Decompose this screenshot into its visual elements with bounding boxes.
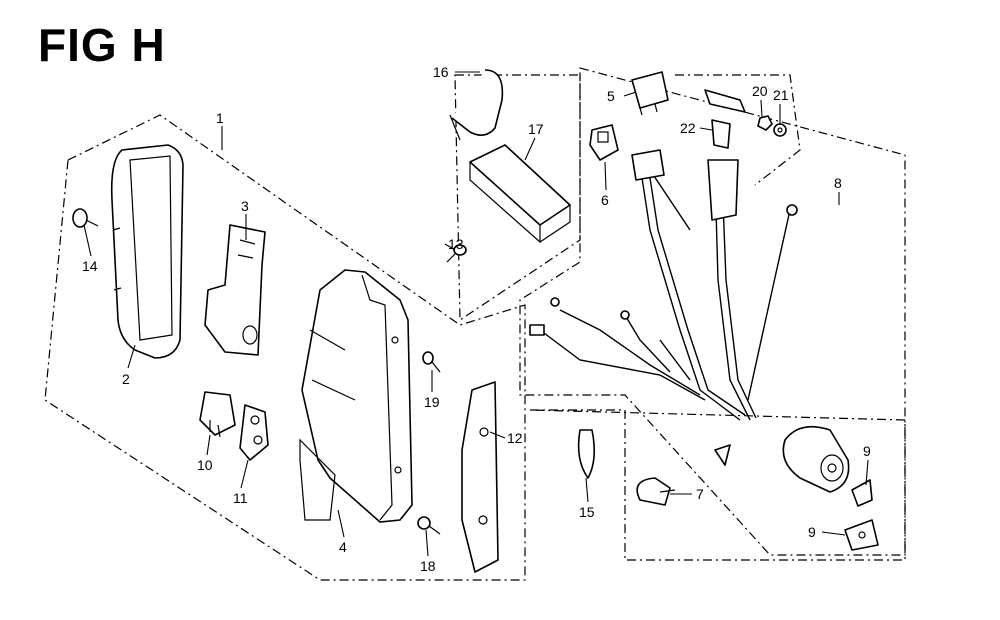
label-part-13: 13	[448, 236, 464, 252]
label-part-20: 20	[752, 83, 768, 99]
label-part-4: 4	[339, 539, 347, 555]
label-part-14: 14	[82, 258, 98, 274]
part-19-bolt	[422, 351, 441, 373]
label-part-1: 1	[216, 110, 224, 126]
part-12-plate	[461, 381, 499, 573]
part-17-module	[469, 144, 571, 244]
part-20-nut	[757, 115, 773, 131]
part-22-fuse	[704, 89, 746, 149]
label-part-17: 17	[528, 121, 544, 137]
part-16-clamp	[449, 69, 504, 141]
label-part-9-upper: 9	[863, 443, 871, 459]
part-15-clip	[577, 429, 596, 479]
label-part-19: 19	[424, 394, 440, 410]
group-outline-switch	[529, 409, 906, 561]
label-part-12: 12	[507, 430, 523, 446]
label-part-9-lower: 9	[808, 524, 816, 540]
label-part-10: 10	[197, 457, 213, 473]
part-6-socket	[589, 124, 619, 161]
part-9-key-lower	[844, 519, 879, 551]
label-part-21: 21	[773, 87, 789, 103]
label-part-3: 3	[241, 198, 249, 214]
label-part-2: 2	[122, 371, 130, 387]
part-9-key-upper	[851, 479, 873, 507]
label-part-18: 18	[420, 558, 436, 574]
part-8-wire-harness	[529, 149, 798, 466]
part-2-cover	[110, 144, 184, 359]
label-part-16: 16	[433, 64, 449, 80]
label-part-15: 15	[579, 504, 595, 520]
group-outline-module	[454, 74, 581, 322]
part-11-connector	[239, 404, 269, 461]
label-part-6: 6	[601, 192, 609, 208]
ignition-switch	[782, 425, 850, 493]
part-4-control-box	[299, 269, 413, 523]
part-labels: 1 2 3 4 5 6 7 8 9 9 10 11 12 13 14 15 16…	[82, 64, 871, 574]
part-7-clip	[636, 477, 676, 506]
label-part-7: 7	[696, 486, 704, 502]
part-5-relay	[631, 71, 669, 116]
figure-title: FIG H	[38, 19, 166, 71]
leader-lines	[83, 71, 869, 557]
part-3-bracket	[204, 224, 266, 356]
group-outline-wire-harness	[519, 67, 906, 556]
label-part-5: 5	[607, 88, 615, 104]
part-18-bolt	[417, 516, 441, 535]
label-part-8: 8	[834, 175, 842, 191]
label-part-22: 22	[680, 120, 696, 136]
group-outline-fuse	[675, 74, 801, 186]
part-14-screw	[72, 208, 99, 228]
part-10-switch	[199, 391, 236, 438]
part-21-washer	[773, 123, 787, 137]
label-part-11: 11	[233, 490, 248, 506]
